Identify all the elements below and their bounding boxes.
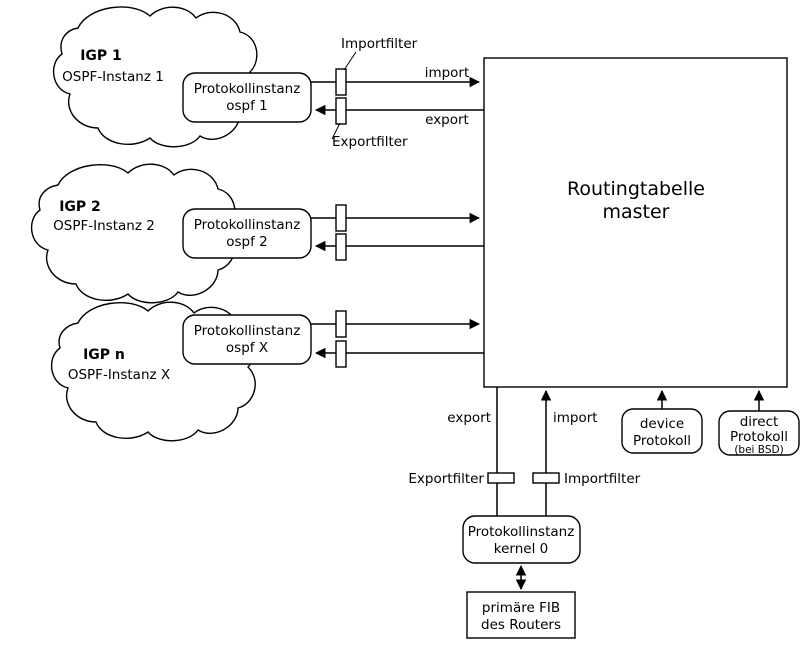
- export-flow-label-ospf-1: export: [425, 112, 469, 128]
- cloud-igp-1-subtitle: OSPF-Instanz 1: [62, 69, 164, 85]
- device-protokoll-box[interactable]: [621, 408, 703, 454]
- protocol-instance-ospf-x-line1: Protokollinstanz: [194, 323, 301, 339]
- import-filter-ospf-1[interactable]: [335, 68, 347, 96]
- export-filter-kernel-label: Exportfilter: [408, 471, 484, 487]
- export-filter-kernel[interactable]: [487, 472, 515, 484]
- direct-protokoll-group: direct Protokoll (bei BSD): [718, 389, 800, 456]
- export-flow-label-kernel: export: [447, 410, 491, 426]
- protocol-instance-ospf-2-line1: Protokollinstanz: [194, 217, 301, 233]
- protocol-instance-ospf-x[interactable]: [182, 314, 312, 365]
- routing-table-title-line1: Routingtabelle: [567, 178, 705, 200]
- protocol-instance-ospf-x-line2: ospf X: [226, 340, 268, 356]
- primary-fib-box[interactable]: [466, 591, 576, 639]
- cloud-igp-2-title: IGP 2: [59, 199, 101, 215]
- protocol-instance-ospf-1[interactable]: [182, 72, 312, 123]
- export-filter-ospf-1[interactable]: [335, 97, 347, 125]
- protocol-instance-ospf-2-line2: ospf 2: [226, 234, 268, 250]
- export-filter-ospf-1-leader: [331, 122, 341, 140]
- row-ospf-1: Protokollinstanz ospf 1 Importfilter Exp…: [182, 36, 484, 150]
- kernel-import-path: Importfilter import: [532, 389, 641, 516]
- import-filter-ospf-x[interactable]: [335, 310, 347, 338]
- cloud-igp-2: IGP 2 OSPF-Instanz 2: [30, 163, 236, 304]
- routing-table-title-line2: master: [602, 201, 669, 223]
- kernel-export-path: Exportfilter export: [408, 387, 515, 536]
- cloud-igp-2-subtitle: OSPF-Instanz 2: [53, 218, 155, 234]
- primary-fib-line1: primäre FIB: [482, 600, 560, 616]
- protocol-instance-ospf-2[interactable]: [182, 208, 312, 259]
- primary-fib-line2: des Routers: [481, 617, 561, 633]
- protocol-instance-kernel-0-line2: kernel 0: [494, 541, 548, 557]
- protocol-instance-ospf-1-line1: Protokollinstanz: [194, 81, 301, 97]
- routing-table-master: Routingtabelle master: [483, 57, 788, 388]
- direct-protokoll-line2: Protokoll: [730, 429, 788, 445]
- cloud-igp-1-title: IGP 1: [80, 48, 122, 64]
- device-protokoll-line1: device: [640, 416, 684, 432]
- primary-fib-group: primäre FIB des Routers: [466, 591, 576, 639]
- import-filter-ospf-2[interactable]: [335, 204, 347, 232]
- cloud-igp-n-subtitle: OSPF-Instanz X: [68, 367, 170, 383]
- cloud-igp-n-title: IGP n: [83, 347, 125, 363]
- protocol-instance-kernel-0-group: Protokollinstanz kernel 0: [462, 515, 581, 564]
- import-filter-ospf-1-leader: [343, 51, 357, 71]
- protocol-instance-kernel-0-line1: Protokollinstanz: [468, 524, 575, 540]
- protocol-instance-ospf-1-line2: ospf 1: [226, 98, 268, 114]
- device-protokoll-line2: Protokoll: [633, 433, 691, 449]
- export-filter-ospf-2[interactable]: [335, 233, 347, 261]
- direct-protokoll-line1: direct: [740, 414, 779, 430]
- protocol-instance-kernel-0[interactable]: [462, 515, 581, 564]
- device-protokoll-group: device Protokoll: [621, 389, 703, 454]
- row-ospf-x: Protokollinstanz ospf X: [182, 310, 484, 368]
- export-filter-ospf-x[interactable]: [335, 340, 347, 368]
- export-filter-ospf-1-label: Exportfilter: [332, 134, 408, 150]
- direct-protokoll-box[interactable]: [718, 410, 800, 456]
- direct-protokoll-line3: (bei BSD): [734, 444, 783, 456]
- import-filter-ospf-1-label: Importfilter: [341, 36, 418, 52]
- row-ospf-2: Protokollinstanz ospf 2: [182, 204, 484, 261]
- import-flow-label-ospf-1: import: [425, 65, 470, 81]
- import-filter-kernel[interactable]: [532, 472, 560, 484]
- import-flow-label-kernel: import: [553, 410, 598, 426]
- import-filter-kernel-label: Importfilter: [564, 471, 641, 487]
